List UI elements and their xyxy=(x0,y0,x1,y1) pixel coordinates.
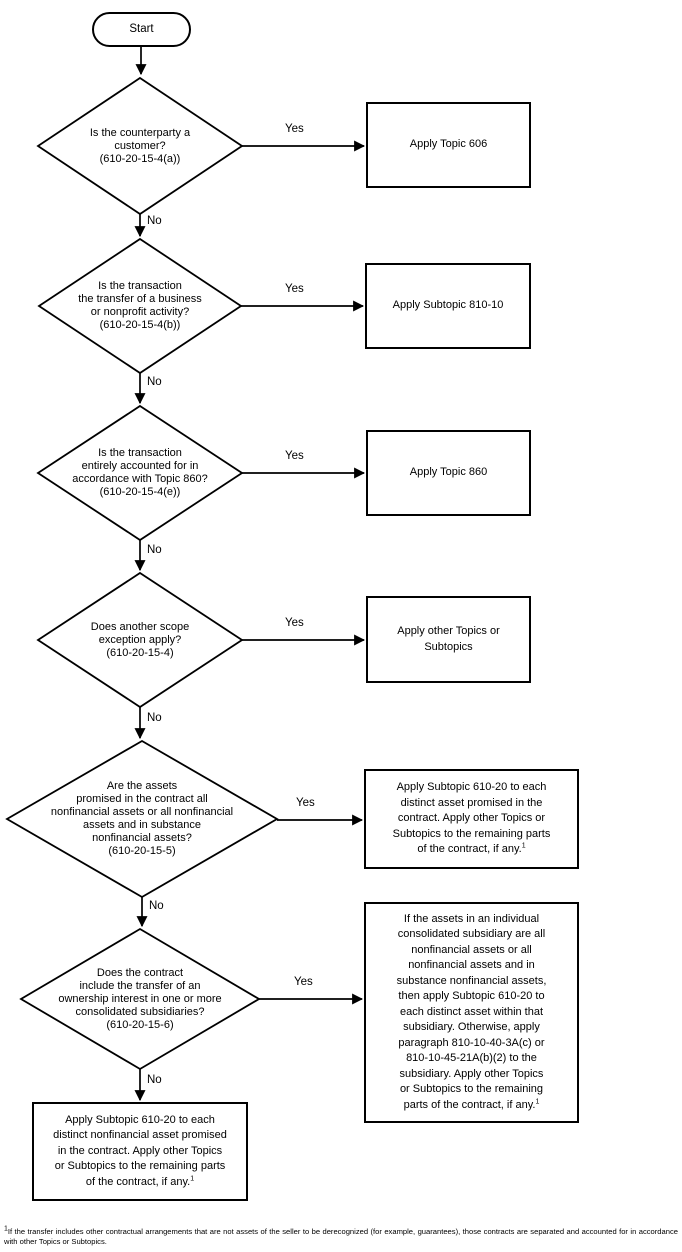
decision2-diamond xyxy=(37,237,243,375)
decision4-diamond xyxy=(36,571,244,709)
start-label: Start xyxy=(129,23,154,35)
footnote-ref: 1 xyxy=(521,842,526,850)
decision-scope-exception: Does another scope exception apply? (610… xyxy=(38,573,242,707)
result3-box xyxy=(366,430,531,516)
footnote-ref: 1 xyxy=(535,1098,540,1106)
yes-label: Yes xyxy=(294,976,313,988)
footnote-text: If the transfer includes other contractu… xyxy=(4,1227,678,1246)
result-apply-topic-606: Apply Topic 606 xyxy=(367,103,530,187)
result-apply-topic-860: Apply Topic 860 xyxy=(367,431,530,515)
result5-box xyxy=(364,769,579,869)
decision-text: Is the transaction the transfer of a bus… xyxy=(78,280,202,331)
footnote: 1If the transfer includes other contract… xyxy=(4,1225,678,1246)
yes-label: Yes xyxy=(285,283,304,295)
decision5-diamond xyxy=(5,739,279,899)
decision-consolidated-subsidiaries: Does the contract include the transfer o… xyxy=(21,929,259,1069)
result-text: Apply Subtopic 610-20 to each distinct a… xyxy=(392,781,551,856)
no-label: No xyxy=(147,376,162,388)
decision-topic-860: Is the transaction entirely accounted fo… xyxy=(38,406,242,540)
footnote-ref: 1 xyxy=(190,1175,195,1183)
result-text: If the assets in an individual consolida… xyxy=(396,912,547,1111)
decision-text: Does the contract include the transfer o… xyxy=(58,966,222,1031)
no-label: No xyxy=(147,712,162,724)
decision-text: Are the assets promised in the contract … xyxy=(50,780,234,857)
result-apply-subtopic-810-10: Apply Subtopic 810-10 xyxy=(366,264,530,348)
decision-text: Is the counterparty a customer? (610-20-… xyxy=(89,126,191,165)
start-node: Start xyxy=(93,13,190,46)
result-text: Apply other Topics or Subtopics xyxy=(397,625,500,653)
result7-box xyxy=(32,1102,248,1201)
decision3-diamond xyxy=(36,404,244,542)
result4-box xyxy=(366,596,531,683)
result-apply-other-topics: Apply other Topics or Subtopics xyxy=(367,597,530,682)
no-label: No xyxy=(147,215,162,227)
decision1-diamond xyxy=(36,76,244,216)
result-apply-610-20-nonfinancial-asset: Apply Subtopic 610-20 to each distinct n… xyxy=(33,1103,247,1200)
result-text: Apply Topic 860 xyxy=(409,466,488,479)
yes-label: Yes xyxy=(285,617,304,629)
yes-label: Yes xyxy=(285,450,304,462)
result2-box xyxy=(365,263,531,349)
no-label: No xyxy=(149,900,164,912)
decision-counterparty-customer: Is the counterparty a customer? (610-20-… xyxy=(38,78,242,214)
no-label: No xyxy=(147,1074,162,1086)
yes-label: Yes xyxy=(285,123,304,135)
decision-transfer-business-nonprofit: Is the transaction the transfer of a bus… xyxy=(39,239,241,373)
result-text: Apply Subtopic 610-20 to each distinct n… xyxy=(53,1113,227,1188)
decision-text: Does another scope exception apply? (610… xyxy=(90,620,190,659)
decision-all-nonfinancial-assets: Are the assets promised in the contract … xyxy=(7,741,277,897)
decision6-diamond xyxy=(19,927,261,1071)
result-apply-610-20-each-distinct-asset: Apply Subtopic 610-20 to each distinct a… xyxy=(365,770,578,868)
footnote-marker: 1 xyxy=(4,1225,8,1233)
decision-text: Is the transaction entirely accounted fo… xyxy=(72,447,208,498)
result-text: Apply Topic 606 xyxy=(409,138,488,151)
result1-box xyxy=(366,102,531,188)
no-label: No xyxy=(147,544,162,556)
yes-label: Yes xyxy=(296,797,315,809)
result-text: Apply Subtopic 810-10 xyxy=(392,299,504,312)
result6-box xyxy=(364,902,579,1123)
result-subsidiary-guidance: If the assets in an individual consolida… xyxy=(365,903,578,1122)
